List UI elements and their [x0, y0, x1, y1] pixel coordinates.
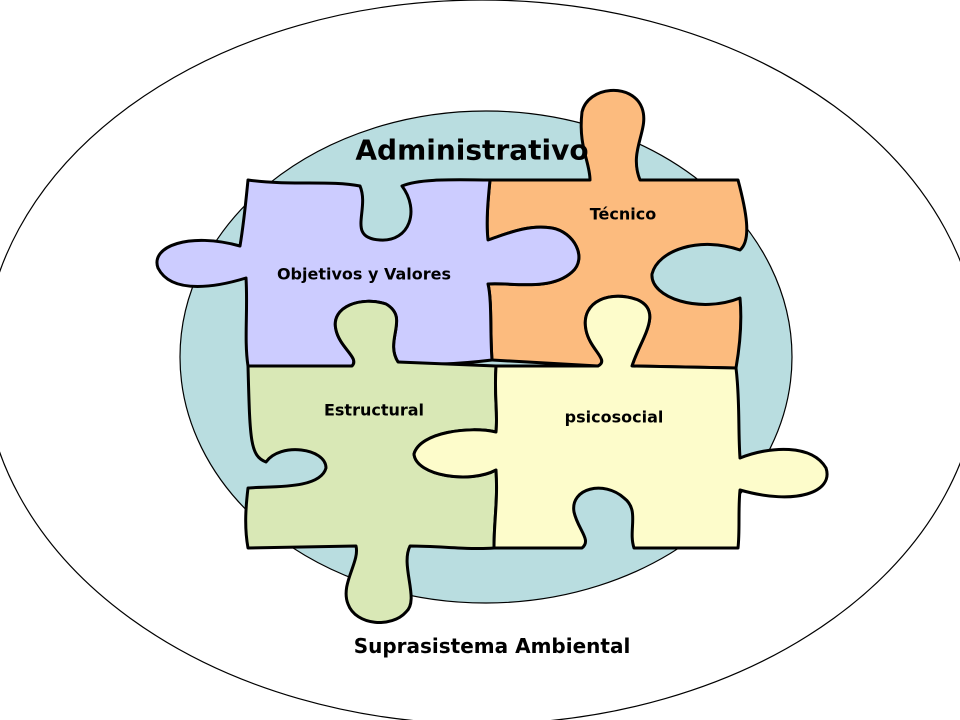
- estructural-label: Estructural: [323, 400, 425, 420]
- objetivos-piece: [155, 178, 581, 368]
- tecnico-label: Técnico: [589, 204, 657, 224]
- estructural-piece: [244, 299, 499, 624]
- objetivos-label: Objetivos y Valores: [276, 264, 452, 284]
- psicosocial-label: psicosocial: [564, 407, 664, 427]
- suprasistema-label: Suprasistema Ambiental: [353, 634, 631, 658]
- administrativo-label: Administrativo: [355, 133, 589, 167]
- psicosocial-piece: [412, 294, 829, 550]
